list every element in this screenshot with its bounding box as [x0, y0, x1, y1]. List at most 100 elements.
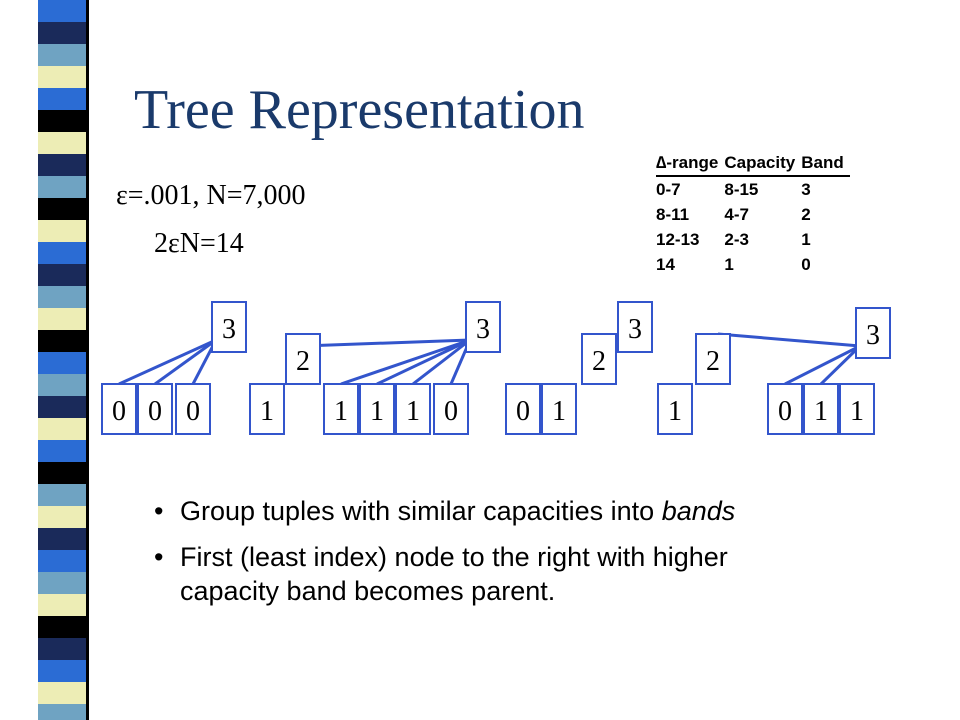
leaf-node-label: 1 — [334, 396, 348, 427]
leaf-node-box — [657, 383, 693, 435]
parent-node-box — [465, 301, 501, 353]
stripe-block — [38, 528, 88, 550]
parent-node-box — [855, 307, 891, 359]
table-row: 8-11 4-7 2 — [656, 202, 850, 227]
stripe-block — [38, 484, 88, 506]
leaf-node: 1 — [323, 383, 359, 435]
stripe-block — [38, 66, 88, 88]
table-cell: 0 — [801, 255, 811, 274]
parent-node-label: 3 — [866, 320, 880, 351]
bullet-dot: • — [154, 496, 164, 526]
leaf-node-label: 1 — [406, 396, 420, 427]
stripe-block — [38, 616, 88, 638]
stripe-block — [38, 242, 88, 264]
table-cell: 0-7 — [656, 180, 681, 199]
bullet-item: • First (least index) node to the right … — [150, 540, 820, 608]
bullet-dot: • — [154, 542, 164, 572]
parent-node-label: 2 — [296, 346, 310, 377]
stripe-block — [38, 220, 88, 242]
stripe-block — [38, 88, 88, 110]
leaf-node-label: 1 — [370, 396, 384, 427]
leaf-node-box — [505, 383, 541, 435]
stripe-block — [38, 572, 88, 594]
stripe-block — [38, 418, 88, 440]
leaf-node-label: 0 — [148, 396, 162, 427]
leaf-node: 0 — [433, 383, 469, 435]
table-cell: 8-11 — [656, 205, 690, 224]
tree-edge — [118, 338, 217, 386]
table-cell: 1 — [724, 255, 734, 274]
table-row: 14 1 0 — [656, 252, 850, 277]
leaf-node-label: 0 — [778, 396, 792, 427]
parent-node-box — [695, 333, 731, 385]
leaf-node-box — [101, 383, 137, 435]
leaf-node: 0 — [137, 383, 173, 435]
stripe-block — [38, 440, 88, 462]
leaf-node-box — [767, 383, 803, 435]
parent-node-label: 3 — [476, 314, 490, 345]
leaf-node-box — [175, 383, 211, 435]
table-cell: 12-13 — [656, 230, 700, 249]
leaf-node: 1 — [803, 383, 839, 435]
stripe-block — [38, 352, 88, 374]
table-cell: 3 — [801, 180, 811, 199]
parent-node: 3 — [211, 301, 247, 353]
table-cell: 4-7 — [724, 205, 749, 224]
stripe-block — [38, 374, 88, 396]
stripe-block — [38, 176, 88, 198]
table-cell: 2 — [801, 205, 811, 224]
table-cell: 2-3 — [724, 230, 749, 249]
parent-node: 3 — [855, 307, 891, 359]
leaf-node-box — [137, 383, 173, 435]
leaf-node-label: 1 — [260, 396, 274, 427]
stripe-block — [38, 660, 88, 682]
tree-edge — [154, 338, 217, 386]
leaf-node-box — [249, 383, 285, 435]
capacity-threshold: 2εN=14 — [154, 228, 244, 259]
parent-node: 2 — [581, 333, 617, 385]
header-delta-range: ∆-range — [656, 152, 725, 177]
stripe-block — [38, 682, 88, 704]
stripe-block — [38, 330, 88, 352]
tree-edge — [376, 338, 471, 386]
leaf-node-label: 0 — [516, 396, 530, 427]
bullet-text: First (least index) node to the right wi… — [180, 542, 728, 606]
stripe-edge — [86, 0, 89, 720]
parent-node: 2 — [285, 333, 321, 385]
parent-node-label: 2 — [592, 346, 606, 377]
leaf-node-label: 1 — [814, 396, 828, 427]
leaf-node-label: 1 — [552, 396, 566, 427]
stripe-block — [38, 132, 88, 154]
tree-edge — [819, 344, 862, 386]
leaf-node-box — [323, 383, 359, 435]
tree-edge — [412, 338, 471, 386]
leaf-node: 1 — [839, 383, 875, 435]
leaf-node-box — [395, 383, 431, 435]
table-row: 0-7 8-15 3 — [656, 176, 850, 202]
parent-node-label: 3 — [628, 314, 642, 345]
stripe-block — [38, 462, 88, 484]
leaf-node: 0 — [175, 383, 211, 435]
leaf-node: 0 — [767, 383, 803, 435]
stripe-block — [38, 154, 88, 176]
stripe-block — [38, 110, 88, 132]
leaf-node: 1 — [541, 383, 577, 435]
leaf-node-label: 1 — [850, 396, 864, 427]
leaf-node: 1 — [395, 383, 431, 435]
stripe-block — [38, 396, 88, 418]
table-cell: 14 — [656, 255, 675, 274]
parent-node-label: 2 — [706, 346, 720, 377]
leaf-node: 1 — [249, 383, 285, 435]
leaf-node-box — [433, 383, 469, 435]
band-table: ∆-range Capacity Band 0-7 8-15 3 8-11 4-… — [656, 152, 850, 277]
bullet-text: Group tuples with similar capacities int… — [180, 496, 662, 526]
bullet-emphasis: bands — [661, 496, 736, 526]
stripe-block — [38, 286, 88, 308]
leaf-node: 1 — [359, 383, 395, 435]
epsilon-n-params: ε=.001, N=7,000 — [116, 180, 306, 211]
parent-node-box — [617, 301, 653, 353]
leaf-node-box — [541, 383, 577, 435]
stripe-block — [38, 550, 88, 572]
stripe-block — [38, 264, 88, 286]
